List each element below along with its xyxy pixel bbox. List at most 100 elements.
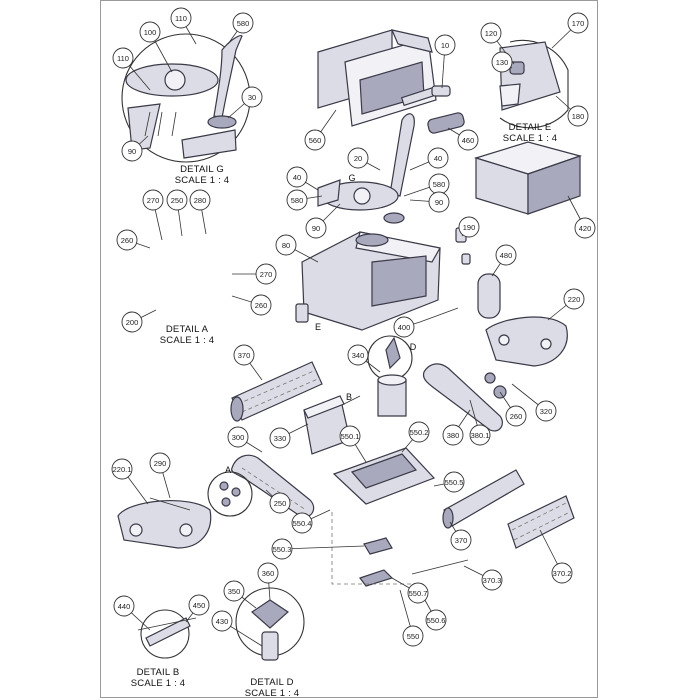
view-letter: G (348, 173, 355, 183)
detail-b-view (137, 609, 197, 659)
callout-number: 300 (232, 433, 245, 442)
part-callout: 460 (457, 129, 479, 151)
part-callout: 440 (113, 595, 135, 617)
callout-bubble (121, 140, 143, 162)
cover-grille-part (353, 187, 371, 205)
callout-number: 90 (435, 198, 443, 207)
part-callout: 550.7 (407, 582, 429, 604)
part-callout: 90 (305, 217, 327, 239)
detail-g-title: DETAIL G (180, 164, 224, 175)
detail-b-title: DETAIL B (136, 667, 180, 678)
callout-number: 130 (496, 58, 509, 67)
part-callout: 380.1 (469, 424, 491, 446)
leader-line (281, 545, 365, 550)
callout-number: 120 (485, 29, 498, 38)
detail-b-scale: SCALE 1 : 4 (130, 678, 186, 689)
callout-number: 80 (282, 241, 290, 250)
callout-bubble (116, 229, 138, 251)
callout-bubble (269, 492, 291, 514)
part-callout: 30 (241, 86, 263, 108)
callout-bubble (563, 288, 585, 310)
callout-bubble (139, 21, 161, 43)
part-callout: 110 (112, 47, 134, 69)
impeller-blade-part (385, 336, 401, 370)
track-cleats-part (241, 467, 307, 511)
part-callout: 270 (255, 263, 277, 285)
callout-number: 340 (352, 351, 365, 360)
callout-number: 20 (354, 154, 362, 163)
callout-bubble (257, 562, 279, 584)
plate-slots-part (350, 453, 418, 489)
part-callout: 180 (567, 105, 589, 127)
detail-a-view-small (207, 471, 253, 517)
callout-bubble (567, 12, 589, 34)
axle-part (145, 617, 191, 647)
cable-part (343, 395, 361, 405)
callout-number: 270 (260, 270, 273, 279)
screw-part (461, 253, 471, 265)
part-callout: 250 (269, 492, 291, 514)
detail-a-small-circle (207, 471, 253, 517)
part-callout: 580 (428, 173, 450, 195)
swivel-part (207, 115, 237, 129)
callout-bubble (425, 609, 447, 631)
part-callout: 80 (275, 234, 297, 256)
hose-upper-part (389, 113, 415, 197)
wheel-hub-part (498, 334, 510, 346)
callout-number: 550.5 (445, 478, 464, 487)
frame-part (127, 103, 161, 151)
part-callout: 580 (232, 12, 254, 34)
part-callout: 220 (563, 288, 585, 310)
callout-number: 260 (121, 236, 134, 245)
part-callout: 40 (427, 147, 449, 169)
callout-bubble (291, 512, 313, 534)
callout-bubble (286, 166, 308, 188)
screw-part (171, 111, 177, 137)
part-callout: 260 (505, 405, 527, 427)
callout-bubble (428, 191, 450, 213)
callout-bubble (393, 316, 415, 338)
detail-b-caption: DETAIL B SCALE 1 : 4 (103, 667, 213, 689)
callout-bubble (347, 147, 369, 169)
detail-a-caption: DETAIL A SCALE 1 : 4 (132, 324, 242, 346)
callout-number: 380 (447, 431, 460, 440)
bracket-part (317, 179, 341, 207)
part-callout: 370.3 (481, 569, 503, 591)
upper-hose-assembly (317, 113, 415, 224)
callout-number: 320 (540, 407, 553, 416)
detail-d-scale: SCALE 1 : 4 (244, 688, 300, 699)
part-callout: 300 (227, 426, 249, 448)
drive-track-left (231, 454, 315, 518)
callout-number: 370.2 (553, 569, 572, 578)
callout-bubble (434, 34, 456, 56)
brush-part (507, 495, 575, 549)
detail-d-caption: DETAIL D SCALE 1 : 4 (217, 677, 327, 699)
part-callout: 420 (574, 217, 596, 239)
callout-number: 480 (500, 251, 513, 260)
drawing-border (100, 0, 598, 698)
callout-bubble (407, 582, 429, 604)
part-callout: 90 (428, 191, 450, 213)
view-letter: B (346, 392, 352, 402)
callout-number: 220 (568, 295, 581, 304)
callout-bubble (111, 458, 133, 480)
detail-g-view (121, 33, 251, 163)
callout-number: 580 (433, 180, 446, 189)
view-letter: E (315, 322, 321, 332)
callout-number: 460 (462, 136, 475, 145)
part-callout: 550 (402, 625, 424, 647)
callout-bubble (535, 400, 557, 422)
detail-d-view (235, 587, 305, 661)
callout-number: 30 (248, 93, 256, 102)
callout-number: 420 (579, 224, 592, 233)
callout-bubble (241, 86, 263, 108)
part-callout: 120 (480, 22, 502, 44)
callout-number: 550.2 (410, 428, 429, 437)
callout-number: 580 (291, 196, 304, 205)
part-callout: 550.5 (443, 471, 465, 493)
callout-bubble (211, 610, 233, 632)
track-part (422, 363, 503, 432)
callout-bubble (188, 594, 210, 616)
callout-number: 550.4 (293, 519, 312, 528)
